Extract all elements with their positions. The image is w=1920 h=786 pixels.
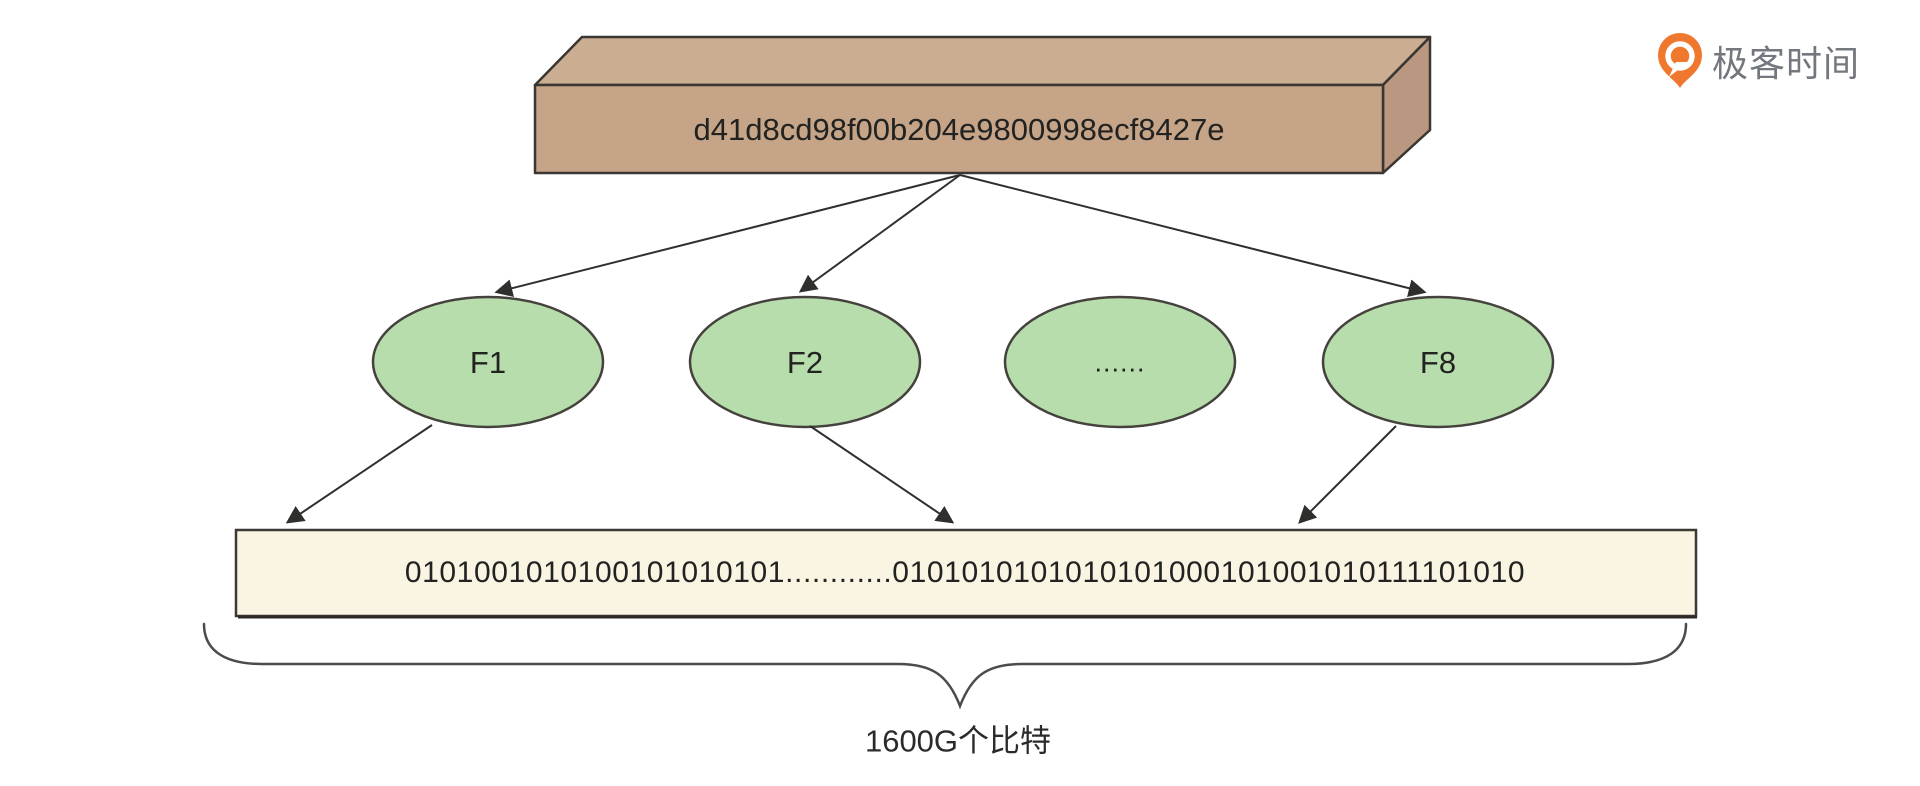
brace-label: 1600G个比特	[864, 723, 1052, 759]
hash-box-top-face	[533, 35, 1432, 87]
node-label-f8: F8	[1419, 345, 1457, 380]
arrow-box-to-f8	[959, 174, 1427, 297]
node-ellipse-f1	[371, 295, 605, 429]
node-ellipse-dots	[1003, 295, 1237, 429]
arrow-f2-to-strip	[809, 425, 955, 524]
arrow-box-to-f1	[494, 174, 961, 297]
node-label-dots: ......	[1094, 347, 1146, 378]
arrow-f8-to-strip	[1298, 425, 1397, 524]
bit-strip-rect	[234, 528, 1698, 618]
node-label-f2: F2	[786, 345, 824, 380]
hash-box-label: d41d8cd98f00b204e9800998ecf8427e	[693, 112, 1225, 147]
arrow-f1-to-strip	[285, 424, 433, 524]
brand-logo-text: 极客时间	[1712, 43, 1861, 84]
node-ellipse-f8	[1321, 295, 1555, 429]
brace	[202, 622, 1688, 710]
node-ellipse-f2	[688, 295, 922, 429]
node-label-f1: F1	[469, 345, 507, 380]
brand-logo: 极客时间	[1656, 32, 1860, 90]
hash-box-front-face	[533, 83, 1385, 175]
bit-strip-text: 0101001010100101010101............010101…	[404, 556, 1526, 589]
arrow-box-to-f2	[798, 174, 961, 293]
geektime-pin-icon	[1658, 33, 1702, 88]
